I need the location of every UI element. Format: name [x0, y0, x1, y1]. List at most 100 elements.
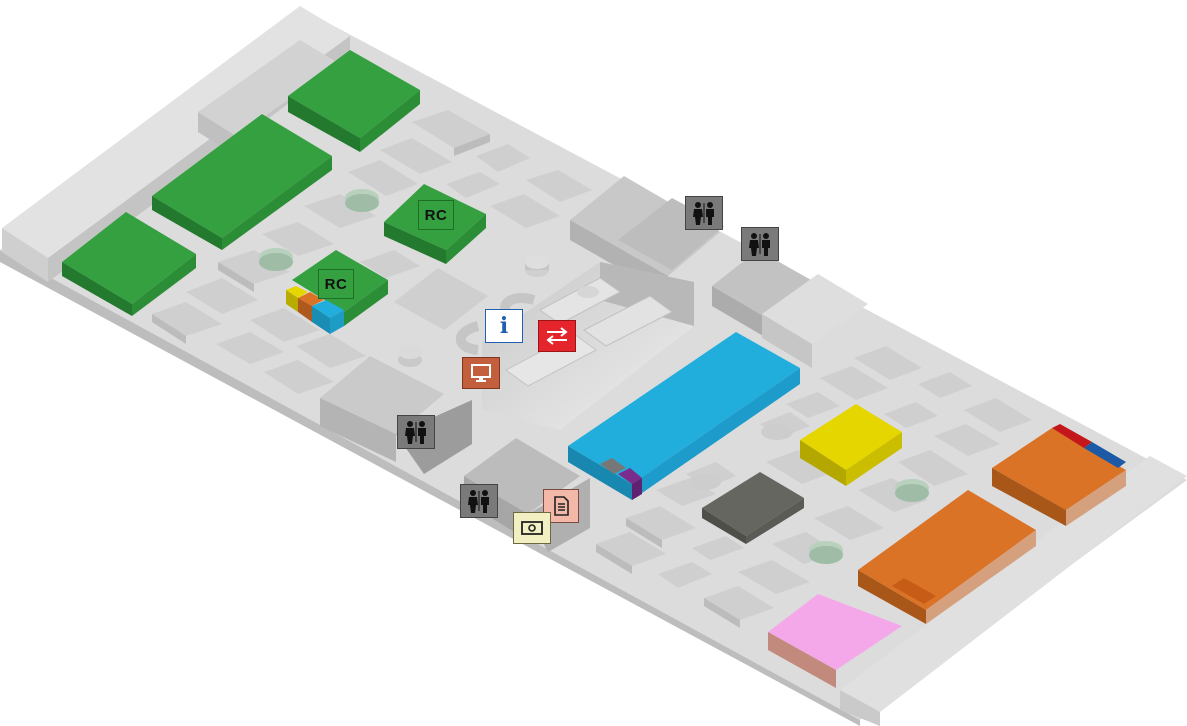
shelf [216, 332, 284, 364]
store-green-side [152, 196, 222, 250]
information-marker[interactable]: i [485, 309, 523, 343]
shelf [360, 250, 420, 278]
shelf [296, 334, 366, 368]
dark-store[interactable] [702, 472, 804, 544]
store-orange-side [858, 570, 926, 624]
info-icon: i [499, 313, 509, 339]
rc-label-upper[interactable]: RC [418, 200, 454, 230]
shelf [820, 366, 888, 400]
shelf-face [454, 134, 490, 156]
service-block-top [762, 274, 868, 344]
shelf [380, 138, 452, 174]
atrium [482, 262, 694, 430]
store-yellow-front [846, 432, 902, 486]
unit-blue-side [312, 306, 330, 334]
unit-orange [298, 292, 324, 306]
shelf [854, 346, 922, 380]
store-blue-purple-side [632, 478, 642, 500]
shelf [476, 144, 530, 172]
restroom-marker[interactable] [741, 227, 779, 261]
pillar [525, 255, 549, 269]
restroom-icon [693, 202, 714, 225]
orange-stores[interactable] [858, 424, 1126, 624]
store-green-top[interactable] [288, 50, 420, 138]
restroom-marker[interactable] [397, 415, 435, 449]
cash-icon [521, 521, 543, 535]
document-icon [554, 496, 569, 516]
shelf [884, 402, 938, 428]
pillar [398, 345, 422, 359]
store-dark-front [746, 498, 804, 544]
store-green-top[interactable] [62, 212, 196, 304]
shelf [858, 478, 928, 512]
restroom-marker[interactable] [685, 196, 723, 230]
store-blue-top[interactable] [568, 332, 800, 484]
kiosks [259, 189, 929, 564]
unit-orange-side [298, 298, 312, 322]
shelf [186, 278, 258, 314]
shelf [152, 302, 222, 336]
store-yellow-top[interactable] [800, 404, 902, 470]
monitor-icon [471, 364, 491, 382]
shelf [526, 170, 592, 202]
shelf [446, 172, 500, 198]
shelf [964, 398, 1032, 432]
service-block-top [394, 268, 488, 330]
service-block-side [762, 314, 812, 368]
shelf [692, 536, 744, 560]
store-green-front [344, 280, 388, 326]
right-wall-top [840, 456, 1187, 712]
yellow-store[interactable] [800, 404, 902, 486]
cash-marker[interactable] [513, 512, 551, 544]
store-green-front [132, 254, 196, 316]
transfer-marker[interactable] [538, 320, 576, 352]
store-orange-top[interactable] [992, 428, 1126, 510]
store-dark-side [702, 508, 746, 544]
store-orange-front [926, 530, 1036, 624]
service-blocks [320, 176, 868, 552]
store-dark-top[interactable] [702, 472, 804, 536]
store-orange-side [992, 468, 1066, 526]
store-green-front [360, 90, 420, 152]
green-stores[interactable] [62, 50, 486, 326]
restroom-marker[interactable] [460, 484, 498, 518]
shelf [304, 194, 376, 228]
store-blue-purple [618, 468, 642, 484]
unit-yellow [286, 286, 308, 298]
sculpture [455, 321, 480, 355]
store-green-top[interactable] [152, 114, 332, 238]
unit-yellow-side [286, 290, 298, 312]
store-blue-strip [1084, 442, 1126, 468]
shelf [218, 250, 290, 284]
service-block-side [712, 286, 770, 340]
store-pink-top[interactable] [768, 594, 902, 670]
service-block-top [320, 356, 444, 434]
left-wall-front [2, 228, 48, 282]
service-block-side [320, 398, 396, 462]
pillar [761, 424, 793, 440]
shelving-faces [152, 134, 740, 628]
shelf [918, 372, 972, 398]
restroom-icon [405, 421, 426, 444]
escalator [583, 295, 673, 347]
blue-store[interactable] [568, 332, 800, 500]
shelf [490, 194, 560, 228]
pillar [689, 474, 721, 490]
store-blue-grey [600, 458, 626, 474]
store-green-front [446, 214, 486, 264]
small-units [286, 286, 344, 334]
rc-label-lower[interactable]: RC [318, 269, 354, 299]
shelf [814, 506, 884, 540]
back-wall-block [198, 40, 340, 136]
shelf [626, 506, 696, 540]
pink-store[interactable] [768, 594, 902, 688]
screen-marker[interactable] [462, 357, 500, 389]
shelf-face [626, 518, 662, 548]
shelf [786, 392, 840, 418]
shelf [934, 424, 1000, 456]
shelf [348, 160, 418, 196]
store-pink-side [768, 632, 836, 688]
restroom-icon [468, 490, 489, 513]
document-marker[interactable] [543, 489, 579, 523]
transfer-arrows-icon [546, 327, 568, 345]
